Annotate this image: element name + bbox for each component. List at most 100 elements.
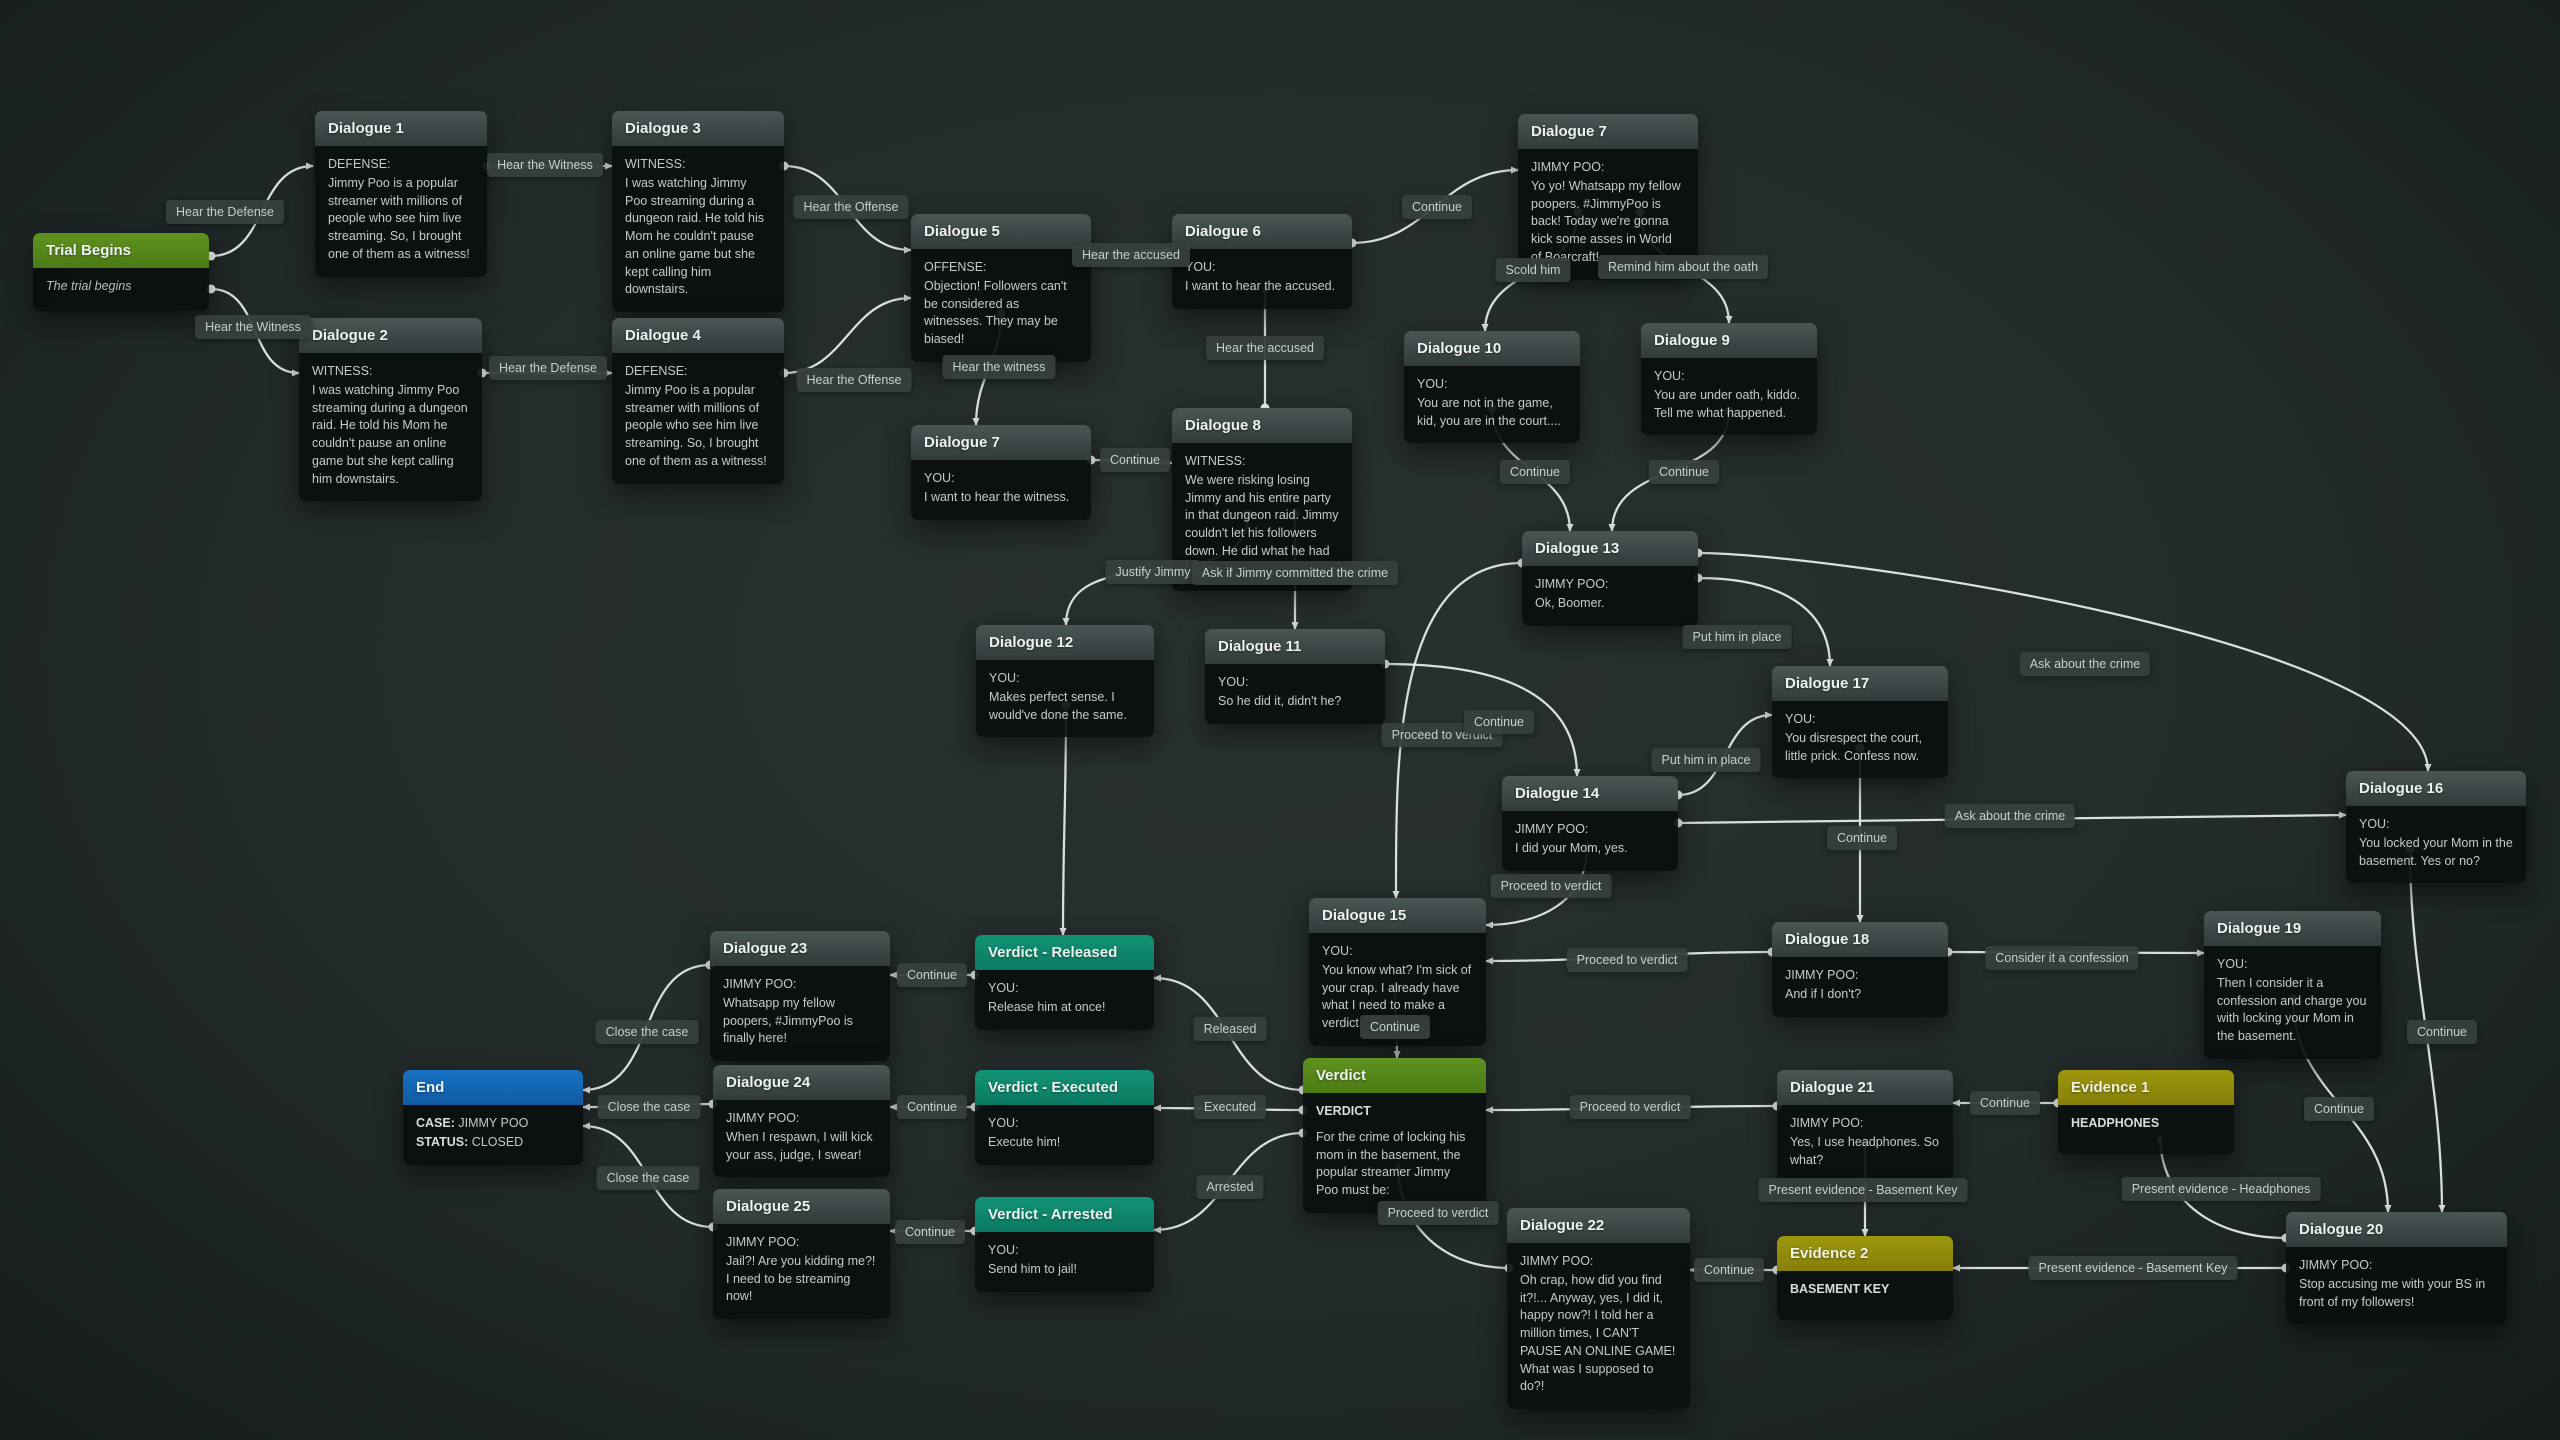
node-title-dialogue-18[interactable]: Dialogue 18 bbox=[1772, 922, 1948, 957]
node-title-dialogue-15[interactable]: Dialogue 15 bbox=[1309, 898, 1486, 933]
node-title-dialogue-23[interactable]: Dialogue 23 bbox=[710, 931, 890, 966]
node-body-dialogue-25: JIMMY POO:Jail?! Are you kidding me?! I … bbox=[713, 1224, 890, 1319]
node-title-dialogue-4[interactable]: Dialogue 4 bbox=[612, 318, 784, 353]
node-title-dialogue-7-jimmy[interactable]: Dialogue 7 bbox=[1518, 114, 1698, 149]
node-body-dialogue-12: YOU:Makes perfect sense. I would've done… bbox=[976, 660, 1154, 737]
node-title-end[interactable]: End bbox=[403, 1070, 583, 1105]
node-title-dialogue-13[interactable]: Dialogue 13 bbox=[1522, 531, 1698, 566]
node-title-dialogue-2[interactable]: Dialogue 2 bbox=[299, 318, 482, 353]
node-title-dialogue-14[interactable]: Dialogue 14 bbox=[1502, 776, 1678, 811]
node-title-dialogue-17[interactable]: Dialogue 17 bbox=[1772, 666, 1948, 701]
edge-label-dialogue-21-to-verdict: Proceed to verdict bbox=[1569, 1095, 1691, 1119]
node-title-dialogue-12[interactable]: Dialogue 12 bbox=[976, 625, 1154, 660]
node-title-dialogue-10[interactable]: Dialogue 10 bbox=[1404, 331, 1580, 366]
node-title-verdict-arrested[interactable]: Verdict - Arrested bbox=[975, 1197, 1154, 1232]
node-title-dialogue-16[interactable]: Dialogue 16 bbox=[2346, 771, 2526, 806]
node-line: Then I consider it a confession and char… bbox=[2217, 975, 2367, 1043]
node-title-dialogue-22[interactable]: Dialogue 22 bbox=[1507, 1208, 1690, 1243]
node-title-dialogue-24[interactable]: Dialogue 24 bbox=[713, 1065, 890, 1100]
edge-label-trial-begins-to-dialogue-2: Hear the Witness bbox=[195, 315, 311, 339]
node-line: For the crime of locking his mom in the … bbox=[1316, 1129, 1466, 1197]
node-line: YOU: bbox=[1417, 377, 1448, 391]
edge-label-dialogue-18-to-dialogue-15: Proceed to verdict bbox=[1566, 948, 1688, 972]
node-title-dialogue-20[interactable]: Dialogue 20 bbox=[2286, 1212, 2507, 1247]
node-title-dialogue-11[interactable]: Dialogue 11 bbox=[1205, 629, 1385, 664]
node-title-verdict-released[interactable]: Verdict - Released bbox=[975, 935, 1154, 970]
node-line: JIMMY POO: bbox=[1785, 968, 1859, 982]
edge-label-dialogue-21-to-evidence-2: Present evidence - Basement Key bbox=[1758, 1178, 1968, 1202]
edge-label-dialogue-8-to-dialogue-12: Justify Jimmy bbox=[1105, 560, 1201, 584]
node-line: YOU: bbox=[2217, 957, 2248, 971]
node-line: The trial begins bbox=[46, 279, 132, 293]
node-title-evidence-1[interactable]: Evidence 1 bbox=[2058, 1070, 2234, 1105]
node-title-trial-begins[interactable]: Trial Begins bbox=[33, 233, 209, 268]
node-title-dialogue-5[interactable]: Dialogue 5 bbox=[911, 214, 1091, 249]
node-title-dialogue-19[interactable]: Dialogue 19 bbox=[2204, 911, 2381, 946]
node-title-dialogue-8[interactable]: Dialogue 8 bbox=[1172, 408, 1352, 443]
node-line: Yo yo! Whatsapp my fellow poopers. #Jimm… bbox=[1531, 178, 1681, 264]
node-line: And if I don't? bbox=[1785, 986, 1862, 1001]
edge-label-dialogue-14-to-dialogue-16: Ask about the crime bbox=[1944, 804, 2076, 828]
node-title-verdict-executed[interactable]: Verdict - Executed bbox=[975, 1070, 1154, 1105]
node-title-dialogue-7-witness[interactable]: Dialogue 7 bbox=[911, 425, 1091, 460]
node-line: Execute him! bbox=[988, 1134, 1061, 1149]
node-line: JIMMY POO: bbox=[1535, 577, 1609, 591]
node-title-dialogue-6[interactable]: Dialogue 6 bbox=[1172, 214, 1352, 249]
node-title-dialogue-9[interactable]: Dialogue 9 bbox=[1641, 323, 1817, 358]
node-dialogue-4[interactable]: Dialogue 4 DEFENSE: Jimmy Poo is a popular… bbox=[612, 318, 784, 484]
node-body-dialogue-11: YOU:So he did it, didn't he? bbox=[1205, 664, 1385, 724]
node-title-verdict[interactable]: Verdict bbox=[1303, 1058, 1486, 1093]
node-body-dialogue-4: DEFENSE: Jimmy Poo is a popular streamer … bbox=[612, 353, 784, 484]
node-line: OFFENSE: bbox=[924, 260, 987, 274]
node-dialogue-18[interactable]: Dialogue 18 JIMMY POO: And if I don't? bbox=[1772, 922, 1948, 1017]
edge-label-dialogue-11-to-dialogue-14: Continue bbox=[1463, 710, 1535, 734]
node-line: You locked your Mom in the basement. Yes… bbox=[2359, 835, 2513, 868]
node-title-dialogue-25[interactable]: Dialogue 25 bbox=[713, 1189, 890, 1224]
node-body-dialogue-7-witness: YOU:I want to hear the witness. bbox=[911, 460, 1091, 520]
node-line: Jimmy Poo is a popular streamer with mil… bbox=[625, 382, 767, 468]
node-dialogue-19[interactable]: Dialogue 19 YOU: Then I consider it a conf… bbox=[2204, 911, 2381, 1059]
node-body-dialogue-1: DEFENSE:Jimmy Poo is a popular streamer … bbox=[315, 146, 487, 277]
node-line: YOU: bbox=[988, 1243, 1019, 1257]
node-line: YOU: bbox=[1218, 675, 1249, 689]
node-title-evidence-2[interactable]: Evidence 2 bbox=[1777, 1236, 1953, 1271]
node-line: YOU: bbox=[1785, 712, 1816, 726]
edge-label-verdict-released-to-dialogue-23: Continue bbox=[896, 963, 968, 987]
node-title-dialogue-3[interactable]: Dialogue 3 bbox=[612, 111, 784, 146]
node-title-dialogue-1[interactable]: Dialogue 1 bbox=[315, 111, 487, 146]
node-title-dialogue-21[interactable]: Dialogue 21 bbox=[1777, 1070, 1953, 1105]
node-line: DEFENSE: bbox=[625, 364, 688, 378]
